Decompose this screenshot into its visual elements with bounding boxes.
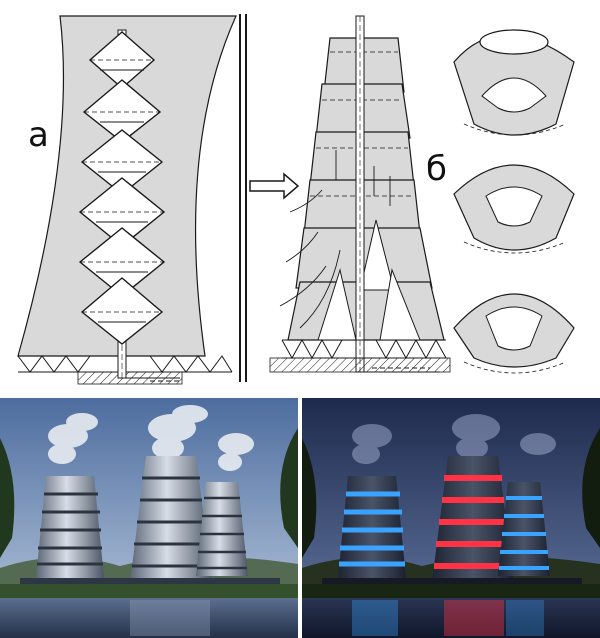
night-tower-blue-right bbox=[498, 482, 550, 576]
render-night-svg bbox=[302, 398, 600, 638]
day-tower-right bbox=[196, 482, 248, 576]
cone-detail-1 bbox=[453, 29, 575, 136]
night-tower-blue bbox=[338, 476, 406, 578]
cone-detail-2 bbox=[453, 164, 575, 254]
divider-lines bbox=[239, 14, 247, 382]
transition-arrow bbox=[249, 172, 300, 200]
figure-label-a: а bbox=[28, 115, 49, 155]
render-night bbox=[302, 398, 600, 638]
day-tower-center bbox=[130, 456, 212, 582]
engineering-drawings: а б bbox=[17, 14, 575, 385]
figure-label-b: б bbox=[426, 149, 447, 189]
render-day bbox=[0, 398, 298, 638]
night-tower-red bbox=[432, 456, 514, 582]
figure-b-conical-tower bbox=[269, 15, 451, 373]
render-day-svg bbox=[0, 398, 298, 638]
base-legs-a bbox=[17, 355, 233, 373]
cone-detail-3 bbox=[453, 293, 575, 374]
figure-a-tower-section bbox=[17, 15, 237, 385]
day-tower-left bbox=[36, 476, 104, 578]
drawings-svg bbox=[17, 14, 575, 385]
